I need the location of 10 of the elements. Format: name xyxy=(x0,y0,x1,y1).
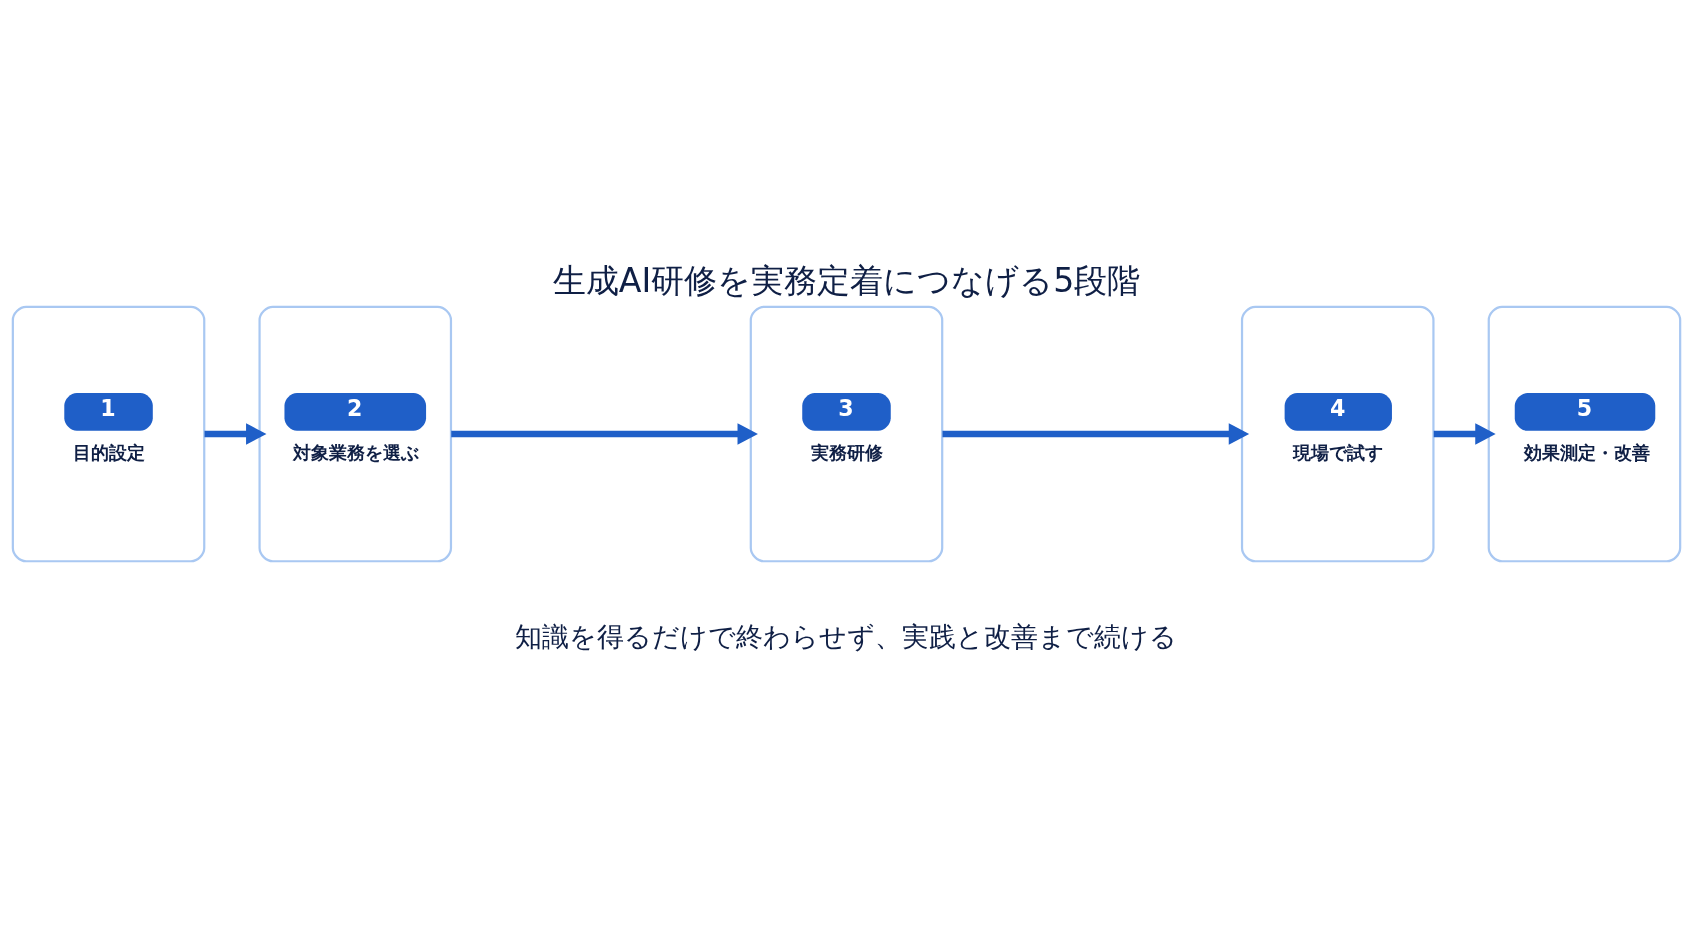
node-box: 4 現場で試す xyxy=(1240,305,1435,562)
arrow xyxy=(1433,422,1496,445)
node-box: 1 目的設定 xyxy=(11,305,206,562)
node-box: 3 実務研修 xyxy=(749,305,944,562)
node-box: 2 対象業務を選ぶ xyxy=(258,305,453,562)
node-box: 5 効果測定・改善 xyxy=(1487,305,1682,562)
arrow xyxy=(204,422,267,445)
arrow xyxy=(942,422,1250,445)
diagram-title: 生成AI研修を実務定着につなげる5段階 xyxy=(552,260,1141,300)
caption: 知識を得るだけで終わらせず、実践と改善まで続ける xyxy=(515,620,1178,652)
